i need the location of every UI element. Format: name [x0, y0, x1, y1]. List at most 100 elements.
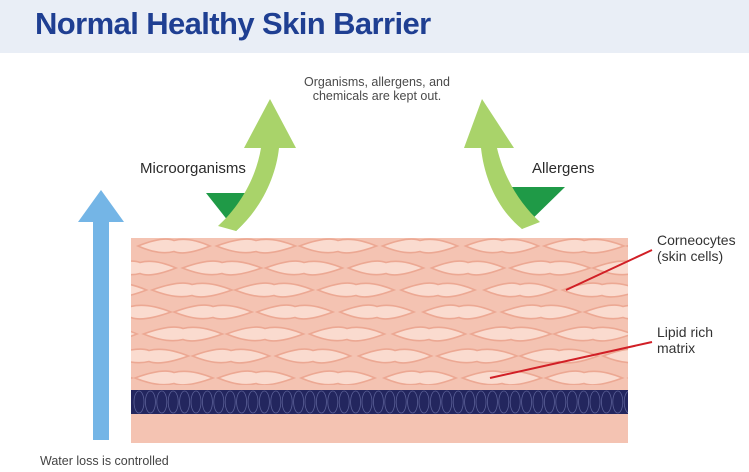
microorganisms-label: Microorganisms: [140, 160, 246, 177]
basal-cell: [281, 390, 293, 414]
right-deflect-arrow-icon: [464, 99, 565, 229]
basal-cell: [201, 390, 213, 414]
lipid-leader-line: [489, 341, 653, 379]
corneocyte-cell: [131, 283, 149, 296]
corneocyte-cell: [560, 282, 628, 298]
basal-cell: [452, 390, 464, 414]
corneocyte-cell: [337, 304, 417, 320]
basal-cell: [270, 390, 282, 414]
basal-cell: [464, 390, 476, 414]
corneocyte-cell: [307, 326, 387, 342]
corneocyte-cell: [315, 282, 397, 298]
corneocyte-cell: [499, 304, 583, 320]
corneocyte-cell: [517, 348, 601, 364]
corneocyte-cell: [180, 260, 264, 276]
corneocytes-label-line1: Corneocytes: [657, 232, 736, 248]
corneocyte-cell: [420, 304, 498, 320]
corneocyte-cell: [551, 326, 628, 342]
basal-cell: [144, 390, 156, 414]
basal-cell: [509, 390, 521, 414]
corneocytes-label: Corneocytes (skin cells): [657, 232, 736, 264]
left-deflect-arrow-icon: [206, 99, 296, 231]
barrier-caption: Organisms, allergens, and chemicals are …: [304, 75, 450, 104]
corneocyte-cell: [468, 326, 554, 342]
corneocyte-cell: [171, 304, 255, 320]
corneocyte-cell: [190, 348, 272, 364]
basal-cell: [167, 390, 179, 414]
corneocyte-cell: [356, 348, 434, 364]
basal-cell: [190, 390, 202, 414]
basal-cell: [372, 390, 384, 414]
basal-cell: [361, 390, 373, 414]
basal-cell: [338, 390, 350, 414]
basal-cell: [258, 390, 270, 414]
corneocyte-cell: [646, 283, 723, 297]
basal-cell: [555, 390, 567, 414]
corneocytes-label-line2: (skin cells): [657, 248, 724, 265]
page-title: Normal Healthy Skin Barrier: [35, 6, 431, 41]
corneocyte-cell: [398, 282, 478, 298]
basal-cell: [247, 390, 259, 414]
corneocyte-cell: [543, 370, 625, 386]
basal-cell: [532, 390, 544, 414]
basal-cell: [566, 390, 578, 414]
corneocyte-cell: [381, 370, 459, 386]
corneocyte-cell: [131, 330, 140, 338]
corneocyte-cell: [463, 238, 541, 254]
allergens-label: Allergens: [532, 160, 595, 177]
basal-layer: [131, 390, 628, 414]
basal-cell: [315, 390, 327, 414]
corneocyte-cell: [214, 238, 298, 254]
corneocyte-cell: [131, 304, 174, 320]
corneocyte-cell: [232, 282, 316, 298]
basal-cell: [133, 390, 145, 414]
basal-cell: [236, 390, 248, 414]
basal-cell: [623, 390, 628, 414]
corneocyte-cell: [390, 326, 468, 342]
corneocyte-cell: [141, 326, 225, 342]
corneocyte-cell: [132, 370, 216, 386]
basal-cell: [156, 390, 168, 414]
basal-cell: [589, 390, 601, 414]
corneocyte-cell: [273, 348, 353, 364]
corneocyte-cell: [131, 348, 191, 364]
water-loss-arrow-icon: [78, 190, 124, 440]
basal-cell: [498, 390, 510, 414]
corneocyte-cell: [131, 260, 179, 276]
basal-cell: [293, 390, 305, 414]
corneocyte-cell: [626, 377, 628, 379]
corneocyte-cell: [149, 282, 235, 298]
basal-cell: [612, 390, 624, 414]
corneocyte-cell: [481, 282, 559, 298]
lipid-label-line1: Lipid rich: [657, 324, 714, 340]
corneocyte-cell: [135, 238, 213, 254]
corneocyte-cell: [131, 376, 135, 380]
basal-cell: [521, 390, 532, 414]
basal-cell: [327, 390, 339, 414]
basal-cell: [384, 390, 396, 414]
basal-cell: [544, 390, 555, 414]
corneocyte-cell: [131, 245, 132, 247]
corneocyte-cell: [507, 260, 593, 276]
corneocyte-cell: [600, 348, 628, 364]
corneocyte-cell: [263, 260, 345, 276]
lipid-label-line2: matrix: [657, 340, 696, 357]
basal-cell: [179, 390, 191, 414]
basal-cell: [578, 390, 589, 414]
title-bar: Normal Healthy Skin Barrier: [0, 0, 749, 53]
corneocyte-cell: [224, 326, 306, 342]
corneocyte-cell: [429, 260, 507, 276]
skin-layer: [131, 238, 743, 443]
corneocyte-cell: [624, 244, 628, 248]
basal-cell: [213, 390, 225, 414]
corneocyte-cell: [215, 370, 297, 386]
basal-cell: [407, 390, 419, 414]
basal-cell: [395, 390, 407, 414]
corneocyte-cell: [346, 260, 426, 276]
corneocyte-cell: [582, 304, 628, 320]
corneocyte-cell: [668, 305, 743, 319]
corneocyte-cells: [131, 238, 743, 386]
corneocyte-cell: [298, 370, 378, 386]
water-loss-label: Water loss is controlled: [40, 454, 169, 468]
